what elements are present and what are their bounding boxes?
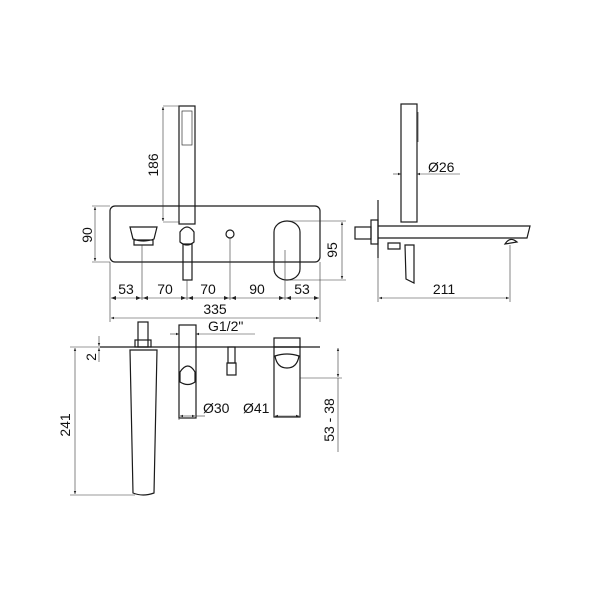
side-view: 211 Ø26 bbox=[354, 103, 531, 302]
lever-body bbox=[273, 346, 301, 418]
dim-diameter-41: Ø41 bbox=[243, 400, 270, 416]
front-view: 186 90 95 53 70 70 90 53 335 bbox=[79, 105, 346, 322]
dim-335: 335 bbox=[203, 301, 227, 317]
handshower-holder bbox=[179, 226, 195, 246]
top-view: 241 2 G1/2" Ø30 Ø41 53 - 38 bbox=[57, 318, 342, 496]
diverter-knob bbox=[129, 226, 158, 246]
dim-spacing-5: 53 bbox=[294, 281, 310, 297]
dim-diameter-26: Ø26 bbox=[428, 159, 455, 175]
handshower-side bbox=[400, 103, 418, 223]
hose-connector bbox=[182, 243, 193, 281]
dim-241: 241 bbox=[57, 413, 73, 437]
dim-2: 2 bbox=[83, 353, 99, 361]
spout-top bbox=[129, 349, 158, 496]
thread-size: G1/2" bbox=[208, 318, 243, 334]
dim-186: 186 bbox=[145, 153, 161, 177]
lever-side bbox=[404, 244, 415, 284]
dim-90: 90 bbox=[79, 227, 95, 243]
spout-side bbox=[378, 225, 531, 239]
lever-ring bbox=[273, 337, 301, 348]
dim-diameter-30: Ø30 bbox=[203, 400, 230, 416]
diverter-body bbox=[178, 324, 197, 419]
indicator-dot bbox=[225, 229, 235, 239]
dim-211: 211 bbox=[433, 281, 456, 297]
dim-95: 95 bbox=[324, 242, 340, 258]
dim-spacing-3: 70 bbox=[200, 281, 216, 297]
dim-spacing-4: 90 bbox=[249, 281, 265, 297]
mixer-lever bbox=[273, 220, 301, 281]
handshower-spray-face bbox=[181, 110, 193, 146]
dim-spacing-2: 70 bbox=[157, 281, 173, 297]
wall-plate bbox=[109, 205, 321, 263]
dim-lever-projection: 53 - 38 bbox=[321, 398, 337, 442]
dim-spacing-1: 53 bbox=[118, 281, 134, 297]
handshower bbox=[178, 105, 196, 225]
